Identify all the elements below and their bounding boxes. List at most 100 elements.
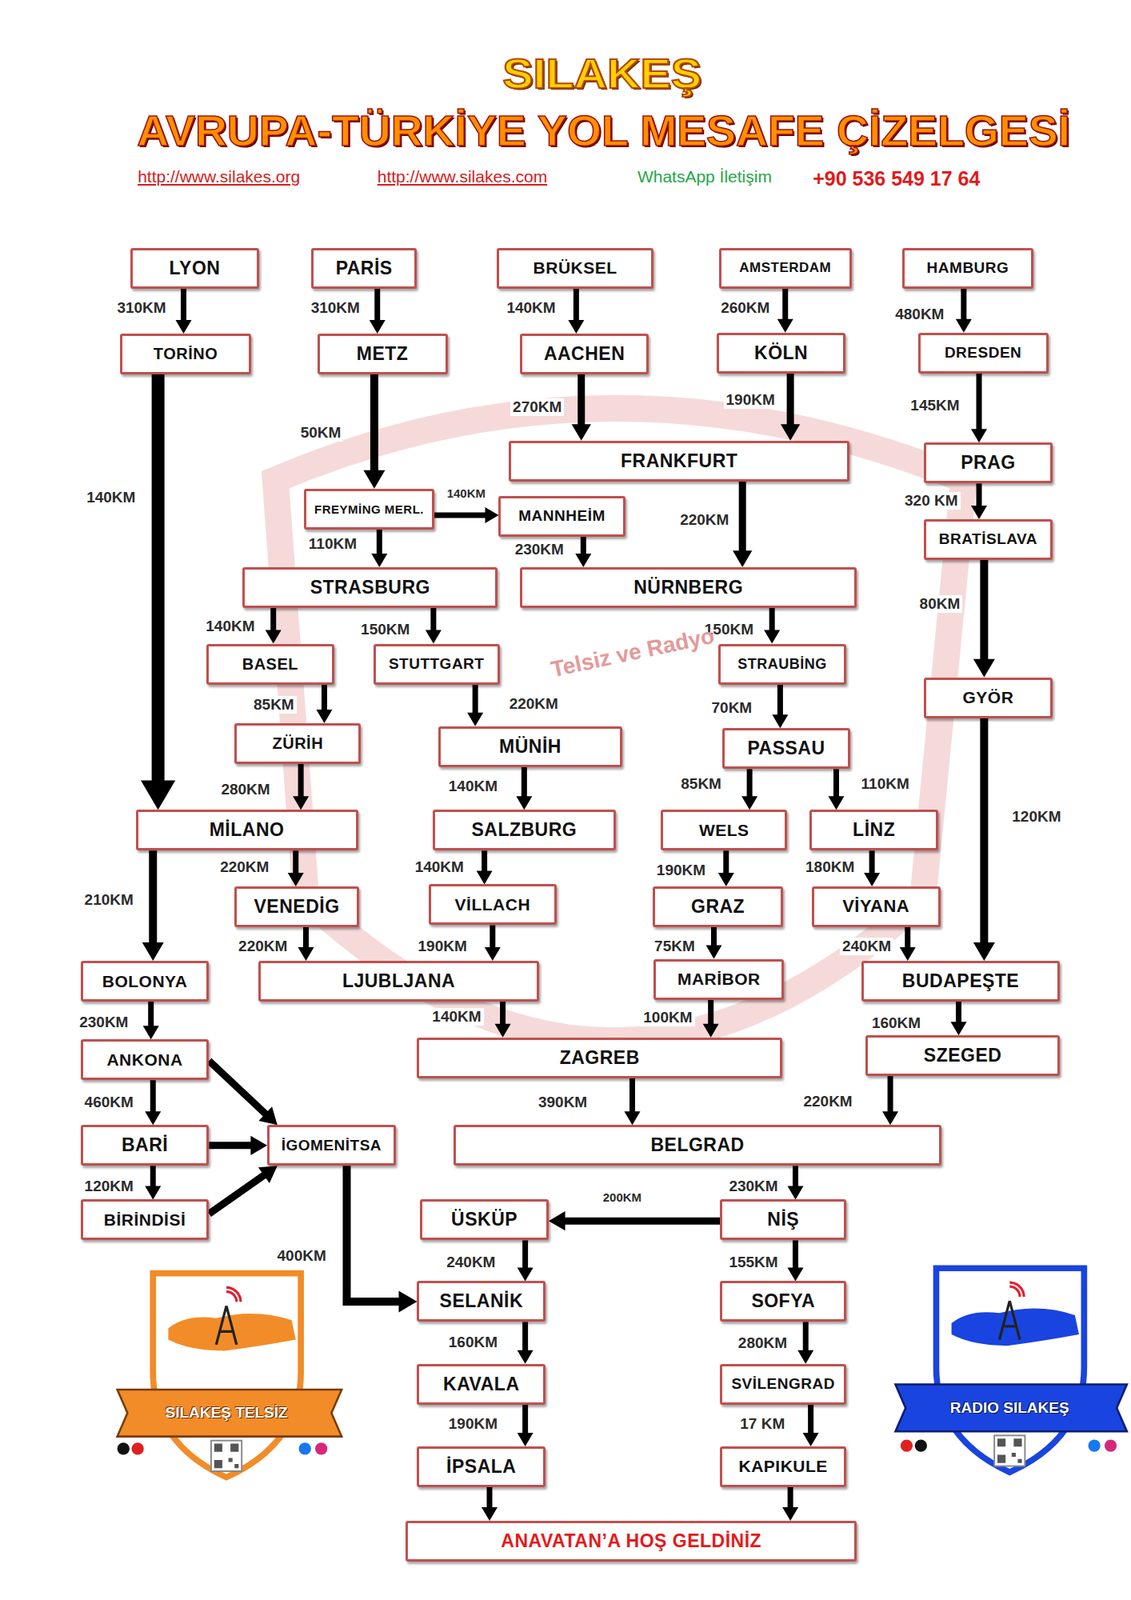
city-box: SALZBURG xyxy=(432,809,617,851)
distance-label: 220KM xyxy=(217,858,272,876)
city-box: PARİS xyxy=(311,247,418,289)
route-arrow xyxy=(287,850,304,887)
route-arrow xyxy=(371,529,388,568)
arrow-head xyxy=(575,553,592,568)
distance-label: 155KM xyxy=(726,1253,780,1271)
arrow-shaft xyxy=(303,927,309,949)
city-name: NÜRNBERG xyxy=(633,576,744,599)
city-name: GRAZ xyxy=(691,895,745,918)
distance-label: 280KM xyxy=(735,1334,790,1352)
arrow-head xyxy=(703,1023,720,1038)
city-name: STUTTGART xyxy=(388,655,485,673)
arrow-head xyxy=(517,1432,534,1447)
arrow-head xyxy=(787,1266,804,1281)
arrow-head xyxy=(782,1506,799,1521)
arrow-shaft xyxy=(904,927,911,949)
distance-label: 150KM xyxy=(358,620,412,639)
route-arrow xyxy=(425,607,442,644)
arrow-head xyxy=(732,550,752,568)
route-arrow xyxy=(797,1321,814,1363)
city-box: LİNZ xyxy=(809,809,939,851)
city-box: GRAZ xyxy=(652,886,784,928)
distance-label: 180KM xyxy=(803,858,857,876)
arrow-head xyxy=(787,1185,804,1199)
arrow-head xyxy=(567,319,584,334)
route-arrow xyxy=(144,1079,161,1125)
arrow-head xyxy=(951,1021,968,1036)
city-box: ANKONA xyxy=(80,1039,210,1080)
city-box: STRAUBİNG xyxy=(718,643,848,685)
arrow-head xyxy=(718,872,735,887)
arrow-head xyxy=(882,1111,899,1125)
brand-name: SILAKEŞ xyxy=(502,48,702,99)
distance-label: 145KM xyxy=(907,396,962,415)
city-box: SELANİK xyxy=(416,1280,546,1322)
route-arrow xyxy=(144,1165,161,1199)
city-box: MANNHEİM xyxy=(498,495,625,537)
distance-label: 140KM xyxy=(503,299,558,317)
city-name: BUDAPEŞTE xyxy=(902,970,1020,992)
arrow-shaft xyxy=(782,288,788,321)
city-box: FRANKFURT xyxy=(508,440,850,482)
city-name: ÜSKÜP xyxy=(451,1208,518,1231)
arrow-head xyxy=(971,428,988,443)
arrow-shaft xyxy=(723,850,729,875)
distance-label: 120KM xyxy=(82,1177,136,1195)
distance-label: 200KM xyxy=(600,1190,644,1205)
route-arrow xyxy=(973,559,996,678)
arrow-head xyxy=(144,1185,161,1199)
arrow-shaft xyxy=(711,927,717,948)
chart-title: AVRUPA-TÜRKİYE YOL MESAFE ÇİZELGESİ xyxy=(136,105,1071,156)
city-name: PARİS xyxy=(335,257,393,280)
city-name: KAVALA xyxy=(443,1373,520,1395)
city-name: BİRİNDİSİ xyxy=(103,1210,187,1230)
city-name: İGOMENİTSA xyxy=(281,1136,382,1155)
watermark: Telsiz ve Radyo xyxy=(547,622,717,684)
route-arrow xyxy=(315,684,332,724)
contact-label: WhatsApp İletişim xyxy=(637,166,772,187)
city-name: ZAGREB xyxy=(559,1047,640,1069)
distance-label: 70KM xyxy=(709,699,756,717)
website-link: http://www.silakes.com xyxy=(377,166,548,187)
city-box: LYON xyxy=(130,247,260,289)
distance-label: 140KM xyxy=(412,858,467,876)
city-box: ÜSKÜP xyxy=(419,1198,549,1240)
arrow-shaft xyxy=(787,1486,794,1509)
distance-label: 140KM xyxy=(429,1007,484,1026)
route-arrow xyxy=(548,1210,720,1231)
arrow-shaft xyxy=(376,529,383,556)
arrow-shaft xyxy=(347,1165,401,1302)
city-name: BOLONYA xyxy=(102,971,188,992)
arrow-shaft xyxy=(577,374,585,426)
arrow-shaft xyxy=(489,924,496,949)
distance-label: 85KM xyxy=(678,775,724,793)
city-box: WELS xyxy=(660,809,788,851)
orange-logo xyxy=(117,1273,343,1478)
city-name: NİŞ xyxy=(767,1208,800,1231)
arrow-shaft xyxy=(629,1078,636,1114)
distance-label: 310KM xyxy=(308,299,363,317)
route-arrow xyxy=(732,481,752,568)
city-box: METZ xyxy=(317,333,448,375)
arrow-head xyxy=(399,1290,418,1312)
city-box: LJUBLJANA xyxy=(258,960,540,1002)
arrow-shaft xyxy=(208,1060,267,1116)
arrow-head xyxy=(292,795,309,810)
arrow-head xyxy=(369,319,386,334)
city-box: KÖLN xyxy=(716,332,846,374)
distance-label: 390KM xyxy=(535,1093,590,1112)
distance-label: 270KM xyxy=(510,398,564,416)
city-box: KAPIKULE xyxy=(719,1446,847,1487)
route-arrow xyxy=(741,768,758,810)
arrow-shaft xyxy=(499,1001,506,1026)
route-arrow xyxy=(763,607,780,644)
city-name: KAPIKULE xyxy=(739,1456,828,1476)
city-box: HAMBURG xyxy=(902,247,1033,289)
arrow-shaft xyxy=(976,373,983,432)
distance-label: 310KM xyxy=(114,299,168,317)
city-name: PRAG xyxy=(960,451,1016,474)
arrow-shaft xyxy=(976,483,983,508)
route-arrow xyxy=(777,288,794,333)
